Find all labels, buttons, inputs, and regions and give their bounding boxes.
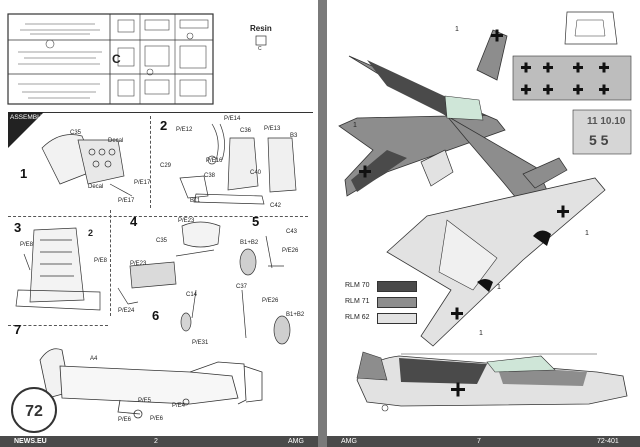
step-5-label: P/E26 — [262, 298, 279, 304]
step-6-number: 6 — [152, 308, 160, 323]
callout-number: 1 — [455, 26, 459, 33]
step-5-label: C43 — [286, 229, 298, 235]
step-1-drawing — [41, 134, 133, 197]
step-6-drawing — [180, 289, 197, 332]
step-5-label: P/E26 — [282, 248, 299, 254]
step-2-number: 2 — [160, 118, 168, 133]
resin-label: Resin — [250, 24, 272, 33]
step-3-label: 2 — [88, 228, 94, 238]
step-1-label: P/E17 — [134, 180, 151, 186]
footer-brand: AMG — [341, 438, 357, 445]
step-6-label: C14 — [186, 292, 198, 298]
step-2-label: P/E16 — [206, 158, 223, 164]
sprue-diagram — [7, 13, 267, 105]
step-5-number: 5 — [252, 214, 260, 229]
rlm-70-swatch — [377, 281, 417, 292]
left-footer: NEWS.EU 2 AMG — [0, 436, 318, 447]
step-2-label: C42 — [270, 203, 282, 209]
step-1-label: P/E17 — [118, 198, 135, 204]
rlm-label: RLM 62 — [345, 314, 370, 321]
page-gutter — [318, 0, 327, 447]
aircraft-top-view — [338, 29, 568, 217]
step-7-label: P/E6 — [150, 416, 164, 422]
step-3-label: P/E8 — [20, 242, 34, 248]
step-3-drawing — [15, 227, 101, 311]
decal-sheet — [512, 11, 632, 155]
step-4-label: P/E24 — [118, 308, 135, 314]
assembly-corner — [8, 112, 44, 148]
step-3-label: P/E8 — [94, 258, 108, 264]
step-5-label: B1+B2 — [286, 312, 305, 318]
callout-number: 1 — [353, 122, 357, 129]
step-2-drawing — [179, 123, 297, 205]
camouflage-scheme — [338, 11, 632, 412]
separator — [8, 325, 108, 326]
step-4-label: P/E23 — [130, 261, 147, 267]
step-7-label: P/E6 — [118, 417, 132, 423]
separator — [110, 210, 111, 316]
footer-kit-code: 72-401 — [597, 438, 619, 445]
callout-number: 1 — [585, 230, 589, 237]
step-2-label: C29 — [160, 163, 172, 169]
step-4-label: P/E23 — [178, 218, 195, 224]
callout-number: 1 — [497, 284, 501, 291]
sprue-letter: C — [112, 52, 121, 66]
step-7-drawing — [39, 348, 263, 419]
assembly-title: ASSEMBLY MANUAL — [10, 114, 74, 121]
footer-brand: AMG — [288, 438, 304, 445]
step-7-label: P/E4 — [172, 403, 186, 409]
decal-numbers-top: 11 10.10 — [587, 116, 626, 127]
step-2-label: C40 — [250, 170, 262, 176]
step-7-label: P/E5 — [138, 398, 152, 404]
separator — [8, 216, 308, 217]
step-5-drawing — [239, 235, 291, 345]
step-2-label: B11 — [190, 198, 201, 204]
step-2-label: B3 — [290, 133, 298, 139]
step-6-label: P/E31 — [192, 340, 209, 346]
assembly-banner — [8, 112, 313, 113]
site-logo: 72 — [11, 387, 57, 433]
step-1-label: Decal — [88, 184, 104, 190]
aircraft-side-profile — [356, 351, 628, 412]
step-5-label: B1+B2 — [240, 240, 259, 246]
aircraft-bottom-view — [386, 149, 606, 347]
step-4-label: C35 — [156, 238, 168, 244]
separator — [150, 116, 151, 208]
rlm-label: RLM 70 — [345, 282, 370, 289]
step-4-drawing — [117, 221, 221, 305]
step-5-label: C37 — [236, 284, 248, 290]
step-1-label: Decal — [108, 138, 124, 144]
resin-part-letter: C — [258, 46, 262, 52]
step-2-label: P/E12 — [176, 127, 193, 133]
step-2-label: P/E13 — [264, 126, 281, 132]
step-7-label: A4 — [90, 356, 98, 362]
step-2-label: C38 — [204, 173, 216, 179]
rlm-62-swatch — [377, 313, 417, 324]
step-1-label: C35 — [70, 130, 82, 136]
rlm-label: RLM 71 — [345, 298, 370, 305]
right-footer: AMG 7 72-401 — [327, 436, 640, 447]
instruction-page-left: C Resin C ASSEMBLY MANUAL 1 C35 Decal De… — [0, 0, 318, 447]
step-7-number: 7 — [14, 322, 22, 337]
footer-site: NEWS.EU — [14, 438, 47, 445]
footer-page-number: 7 — [477, 438, 481, 445]
step-4-number: 4 — [130, 214, 138, 229]
watermark-text: 72 — [25, 403, 43, 420]
callout-number: 1 — [479, 330, 483, 337]
footer-page-number: 2 — [154, 438, 158, 445]
step-1-number: 1 — [20, 166, 28, 181]
step-2-label: P/E14 — [224, 116, 241, 122]
decal-numbers-bottom: 5 5 — [589, 132, 609, 148]
rlm-71-swatch — [377, 297, 417, 308]
instruction-page-right: 11 10.10 5 5 1 1 1 1 1 RLM 70 RLM 71 RLM… — [327, 0, 640, 447]
step-3-number: 3 — [14, 220, 22, 235]
step-2-label: C36 — [240, 128, 252, 134]
